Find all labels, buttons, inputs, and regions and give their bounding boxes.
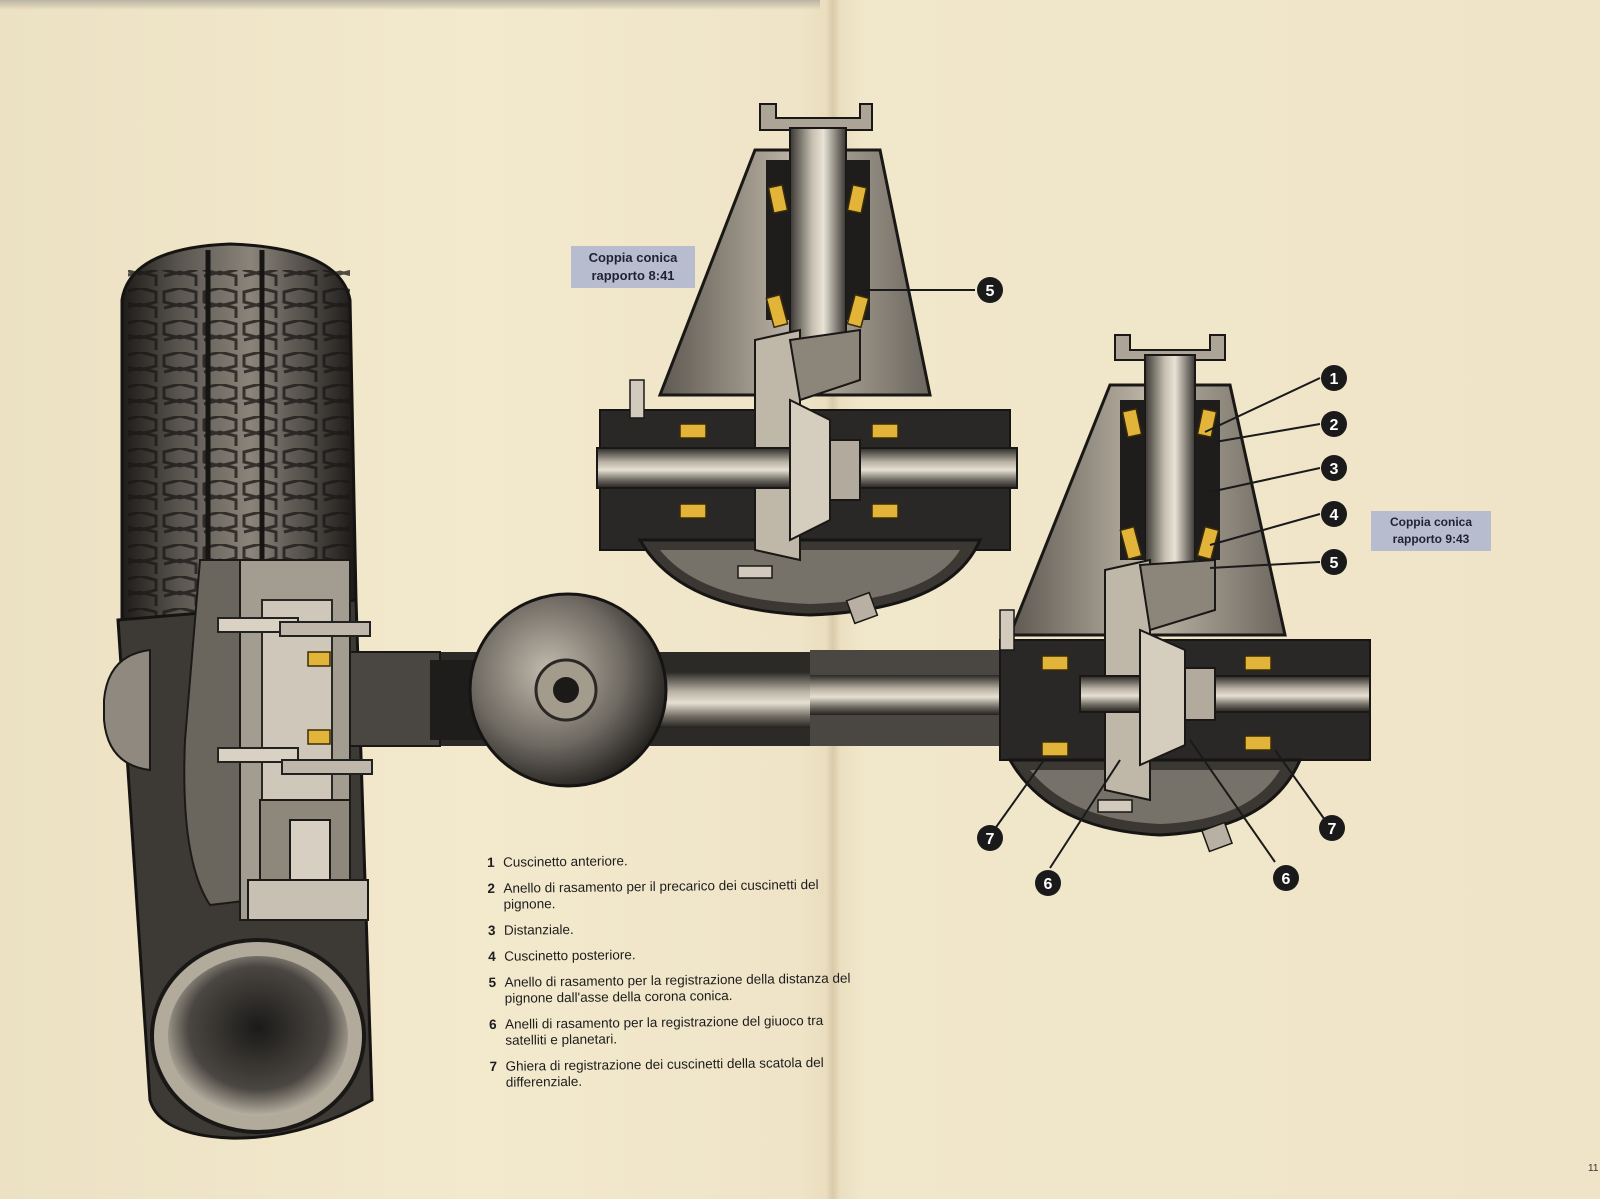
caption-line: rapporto 8:41 [591,268,675,283]
legend-text: Anello di rasamento per la registrazione… [504,970,851,1006]
callout-1: 1 [1321,365,1347,391]
caption-line: Coppia conica [1389,515,1472,529]
callout-2: 2 [1321,411,1347,437]
callout-7-left: 7 [977,825,1003,851]
parts-legend: 1 Cuscinetto anteriore. 2 Anello di rasa… [487,850,862,1101]
legend-text: Anello di rasamento per il precarico dei… [503,876,819,912]
legend-number: 3 [487,922,496,938]
legend-number: 1 [487,854,495,870]
page-top-edge [0,0,820,10]
legend-item: 6 Anelli di rasamento per la registrazio… [489,1012,861,1049]
differential-9-43 [993,334,1371,869]
caption-line: rapporto 9:43 [1392,532,1470,546]
legend-text: Distanziale. [503,921,574,938]
legend-text: Cuscinetto anteriore. [502,853,628,870]
callout-6-left: 6 [1035,870,1061,896]
legend-item: 3 Distanziale. [488,918,860,939]
callout-label: 6 [1282,871,1291,888]
legend-number: 7 [489,1058,498,1074]
page-number: 11 [1588,1163,1599,1174]
callout-label: 6 [1044,876,1053,893]
wheel-assembly [103,242,374,1140]
legend-item: 1 Cuscinetto anteriore. [487,850,859,871]
callout-label: 3 [1330,461,1339,478]
brake-drum [183,559,254,907]
callout-4: 4 [1321,501,1347,527]
legend-item: 2 Anello di rasamento per il precarico d… [487,876,859,913]
legend-number: 4 [488,948,496,964]
callout-3: 3 [1321,455,1347,481]
legend-number: 5 [488,974,497,990]
callout-5-top: 5 [977,277,1003,303]
legend-number: 2 [487,880,496,896]
callout-5: 5 [1321,549,1347,575]
caption-line: Coppia conica [588,250,678,265]
legend-item: 5 Anello di rasamento per la registrazio… [488,970,860,1007]
callout-6-right: 6 [1273,865,1299,891]
callout-label: 7 [1328,821,1337,838]
hub-cap [103,648,151,772]
callout-label: 2 [1330,417,1339,434]
callout-label: 5 [986,283,995,300]
callout-label: 1 [1330,371,1339,388]
callout-label: 7 [986,831,995,848]
legend-number: 6 [488,1016,497,1032]
legend-text: Cuscinetto posteriore. [504,947,636,964]
callout-label: 4 [1330,507,1339,524]
caption-ratio-9-43: Coppia conica rapporto 9:43 [1371,511,1491,551]
legend-text: Ghiera di registrazione dei cuscinetti d… [505,1054,824,1090]
legend-text: Anelli di rasamento per la registrazione… [504,1012,824,1048]
caption-ratio-8-41: Coppia conica rapporto 8:41 [571,246,695,288]
legend-item: 7 Ghiera di registrazione dei cuscinetti… [489,1054,861,1091]
differential-8-41 [596,103,1018,625]
callout-7-right: 7 [1319,815,1345,841]
callout-label: 5 [1330,555,1339,572]
legend-item: 4 Cuscinetto posteriore. [488,944,860,965]
